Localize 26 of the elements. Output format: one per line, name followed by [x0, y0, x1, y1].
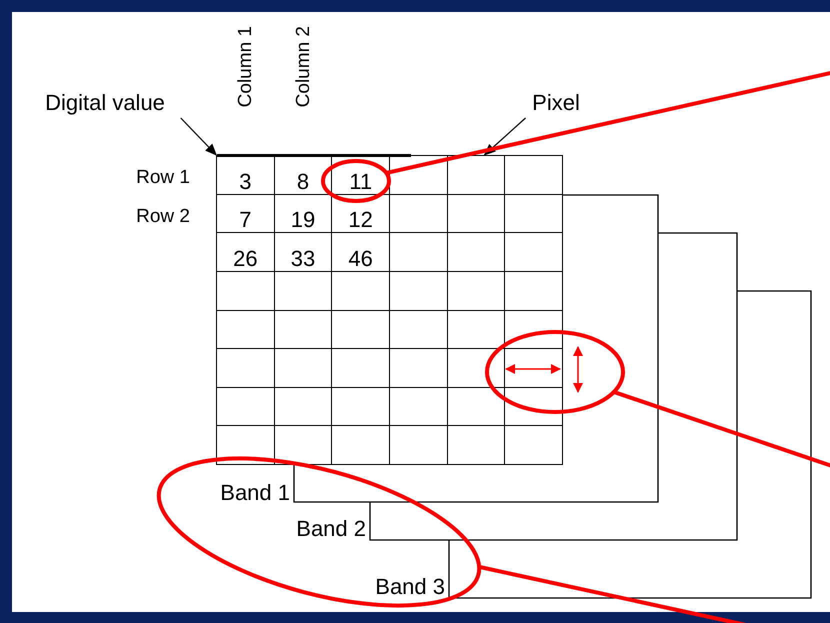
highlight-ellipse: [323, 161, 389, 201]
grid-cell: 12: [332, 194, 390, 234]
grid-cell: 33: [274, 233, 332, 272]
cell-value: 3: [239, 170, 252, 193]
annotation-text: Digital value: [25, 88, 185, 118]
band-layer: [449, 291, 811, 598]
grid-cell: 7: [217, 194, 275, 234]
grid-cell: 19: [274, 194, 332, 234]
band-label: Band 2: [296, 518, 366, 540]
row-label: Row 1: [135, 168, 190, 187]
grid-cell: 26: [217, 233, 275, 272]
band-label: Band 1: [220, 482, 290, 504]
row-label: Row 2: [135, 207, 190, 226]
column-label: Column 2: [294, 26, 313, 108]
grid-cell: 46: [332, 233, 390, 272]
pixel-cell: [448, 156, 506, 195]
highlight-ellipse: [487, 332, 623, 412]
band-label: Band 3: [375, 576, 445, 598]
highlight-ellipse: [159, 458, 479, 606]
annotation-text: Pixel: [522, 88, 590, 118]
leader-arrow: [484, 118, 526, 156]
column-label: Column 1: [236, 26, 255, 108]
connector-line: [613, 390, 830, 469]
connector-line: [386, 70, 830, 175]
leader-arrow: [180, 118, 217, 156]
band-layer: [370, 233, 737, 540]
